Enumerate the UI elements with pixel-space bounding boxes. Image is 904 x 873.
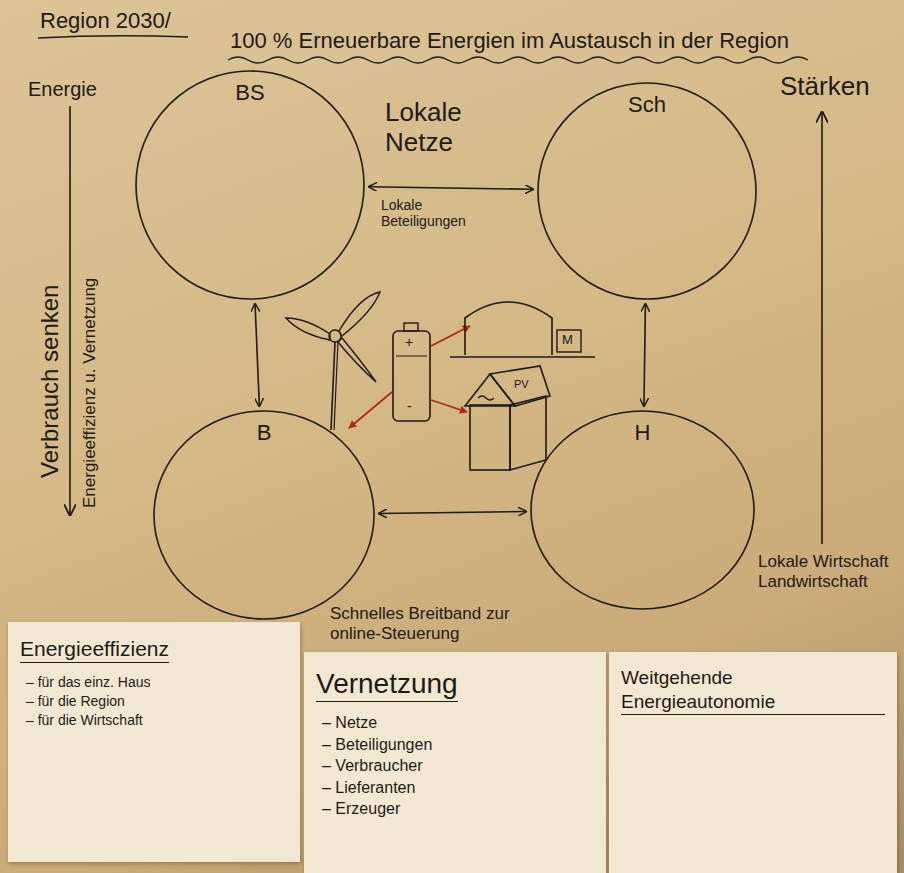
turbine-hub <box>329 330 341 342</box>
connector-arrow <box>379 512 526 514</box>
hand-label: M <box>562 333 573 348</box>
note-item: – für die Region <box>26 692 288 711</box>
circle-outline <box>154 411 374 619</box>
note-card: Energieeffizienz– für das einz. Haus– fü… <box>8 622 300 862</box>
turbine-tower <box>334 342 338 430</box>
wavy-underline <box>228 57 808 63</box>
note-item: – Verbraucher <box>322 755 594 777</box>
circle-outline <box>136 71 364 299</box>
note-card: Vernetzung – Netze– Beteiligungen– Verbra… <box>304 652 606 873</box>
note-item: – für das einz. Haus <box>26 673 288 692</box>
hand-label: Energie <box>28 78 97 101</box>
note-heading: Vernetzung <box>316 666 458 702</box>
hand-label: Schnelles Breitband zur online-Steuerung <box>330 604 515 643</box>
energy-flow <box>349 392 392 428</box>
hand-label: Region 2030/ <box>40 8 171 33</box>
note-item: – Erzeuger <box>322 798 594 820</box>
house-front <box>470 405 510 470</box>
note-heading: Weitgehende Energieautonomie <box>621 666 885 715</box>
note-heading: Energieeffizienz <box>20 636 169 663</box>
energy-flow <box>431 400 467 412</box>
turbine-blade <box>338 338 376 382</box>
ground-line <box>450 356 595 358</box>
circle-outline <box>538 83 756 299</box>
edge-label: Lokale Beteiligungen <box>381 197 491 229</box>
pv-wave <box>478 396 494 400</box>
biogas-dome <box>465 302 552 355</box>
note-card: Weitgehende Energieautonomie <box>609 652 897 873</box>
connector-arrow <box>644 304 645 406</box>
town-name: Sch <box>537 92 757 118</box>
town-name: B <box>153 420 375 446</box>
house-roof <box>465 374 515 406</box>
note-item: – Beteiligungen <box>322 734 594 756</box>
town-name: H <box>530 420 755 446</box>
house-side <box>510 396 546 470</box>
pv-roof <box>490 366 550 406</box>
hand-label: Stärken <box>780 72 870 102</box>
hand-label: Verbrauch senken <box>36 285 64 478</box>
energy-flow <box>431 326 470 346</box>
hand-label: Energieeffizienz u. Vernetzung <box>80 278 100 508</box>
down-arrow <box>69 106 71 515</box>
battery-band <box>396 356 427 357</box>
town-circle: B <box>153 410 375 620</box>
connector-arrow <box>369 187 533 189</box>
underline <box>38 36 188 38</box>
town-circle: H <box>530 410 755 610</box>
battery-symbol <box>393 331 430 421</box>
note-item: – Lieferanten <box>322 777 594 799</box>
battery-terminal <box>404 323 418 331</box>
up-arrow <box>821 112 823 544</box>
diagram-title: 100 % Erneuerbare Energien im Austausch … <box>230 28 789 53</box>
town-circle: BS <box>135 70 365 300</box>
town-name: BS <box>135 80 365 106</box>
note-item: – Netze <box>322 712 594 734</box>
circle-outline <box>531 411 754 609</box>
hand-label: - <box>407 398 412 414</box>
hand-label: + <box>405 334 413 350</box>
motor-box <box>557 330 581 352</box>
turbine-blade <box>286 318 330 340</box>
hand-label: Lokale Wirtschaft Landwirtschaft <box>758 552 893 591</box>
connector-arrow <box>255 304 259 406</box>
hand-label: PV <box>514 378 529 391</box>
turbine-blade <box>339 292 380 336</box>
note-item: – für die Wirtschaft <box>26 711 288 730</box>
town-circle: Sch <box>537 82 757 300</box>
hand-label: Lokale Netze <box>385 98 505 158</box>
